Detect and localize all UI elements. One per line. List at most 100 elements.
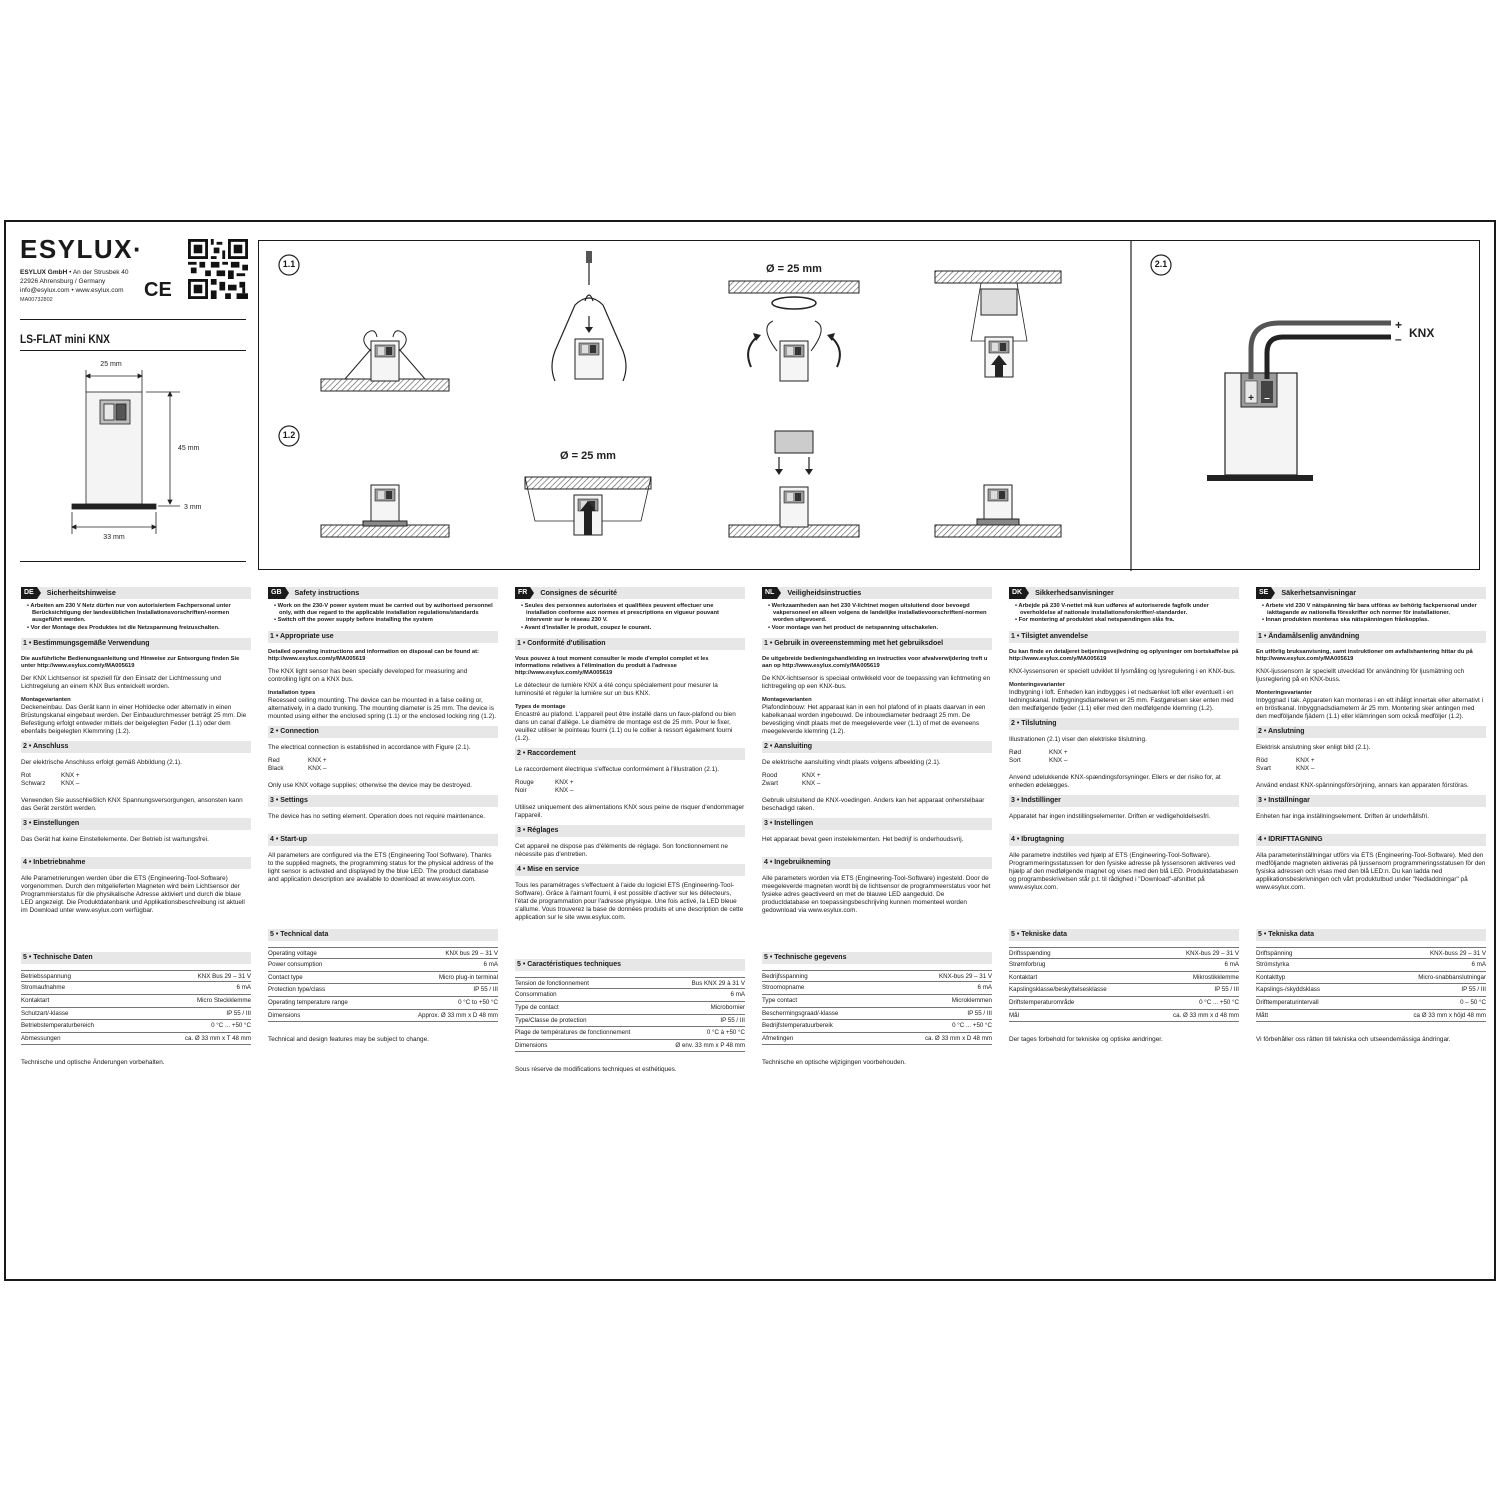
wire-color: Rot bbox=[21, 771, 31, 779]
table-key: Type/Classe de protection bbox=[515, 1016, 587, 1024]
paragraph: Recessed ceiling mounting. The device ca… bbox=[268, 696, 497, 720]
terminal-minus: – bbox=[1264, 393, 1270, 404]
safety-title: Safety instructions bbox=[294, 588, 360, 597]
paragraph: Gebruik uitsluitend de KNX-voedingen. An… bbox=[762, 796, 985, 812]
paragraph: De KNX-lichtsensor is speciaal ontwikkel… bbox=[762, 674, 991, 690]
safety-list: • Werkzaamheden aan het 230 V-lichtnet m… bbox=[762, 603, 992, 632]
wire-signal: KNX – bbox=[555, 786, 574, 794]
table-key: Schutzart/-klasse bbox=[21, 1009, 69, 1017]
table-value: 0 °C to +50 °C bbox=[458, 998, 498, 1006]
section-title: 3 • Réglages bbox=[515, 824, 745, 837]
safety-title: Sikkerhedsanvisninger bbox=[1035, 588, 1114, 597]
info-column: ESYLUX· ESYLUX GmbH • An der Strusbek 40… bbox=[20, 234, 250, 784]
table-key: Contact type bbox=[268, 973, 303, 981]
wire-red: Rouge KNX + bbox=[515, 779, 745, 787]
paragraph: Utilisez uniquement des alimentations KN… bbox=[515, 803, 745, 819]
table-value: 6 mA bbox=[236, 984, 251, 992]
section-title: 4 • Start-up bbox=[268, 833, 498, 846]
terminal-plus: + bbox=[1248, 393, 1254, 404]
table-value: Approx. Ø 33 mm x D 48 mm bbox=[417, 1011, 498, 1019]
table-row: Consommation 6 mA bbox=[515, 989, 745, 1002]
disclaimer: Technische en optische wijzigingen voorb… bbox=[762, 1059, 906, 1067]
table-key: Power consumption bbox=[268, 961, 323, 969]
wire-signal: KNX + bbox=[555, 778, 574, 786]
paragraph: Anvend udelukkende KNX-spændingsforsynin… bbox=[1009, 773, 1221, 789]
safety-item: • Arbete vid 230 V nätspänning får bara … bbox=[1262, 603, 1477, 617]
paragraph: Elektrisk anslutning sker enligt bild (2… bbox=[1256, 743, 1371, 751]
wire-color: Red bbox=[268, 756, 280, 764]
safety-title: Consignes de sécurité bbox=[540, 588, 618, 597]
wire-signal: KNX + bbox=[802, 771, 821, 779]
paragraph: Der elektrische Anschluss erfolgt gemäß … bbox=[21, 758, 182, 766]
table-row: Stroomopname 6 mA bbox=[762, 982, 992, 995]
table-value: 6 mA bbox=[730, 991, 745, 999]
paragraph: Cet appareil ne dispose pas d'éléments d… bbox=[515, 842, 728, 858]
table-value: IP 55 / III bbox=[1461, 986, 1486, 994]
section-title: 1 • Gebruik in overeenstemming met het g… bbox=[762, 637, 992, 650]
table-key: Consommation bbox=[515, 991, 557, 999]
table-key: Type contact bbox=[762, 997, 798, 1004]
table-key: Strömstyrka bbox=[1256, 961, 1290, 969]
safety-list: • Arbejde på 230 V-nettet må kun udføres… bbox=[1009, 603, 1239, 625]
paragraph: Alla parameterinställningar utförs via E… bbox=[1256, 851, 1486, 891]
wire-signal: KNX – bbox=[1296, 764, 1315, 772]
language-badge: DE bbox=[21, 587, 41, 599]
dim-flange: 3 mm bbox=[184, 504, 202, 511]
disclaimer: Der tages forbehold for tekniske og opti… bbox=[1009, 1036, 1163, 1044]
manual-link-text: De uitgebreide bedieningshandleiding en … bbox=[762, 655, 988, 669]
wire-color: Röd bbox=[1256, 756, 1268, 764]
diameter-label-2: Ø = 25 mm bbox=[560, 450, 616, 462]
subheading: Montagevarianten bbox=[21, 696, 71, 703]
dim-height: 45 mm bbox=[178, 445, 200, 452]
table-value: IP 55 / III bbox=[720, 1016, 745, 1024]
table-key: Dimensions bbox=[268, 1011, 301, 1019]
paragraph: Encastré au plafond. L'appareil peut êtr… bbox=[515, 710, 736, 742]
paragraph: De elektrische aansluiting vindt plaats … bbox=[762, 758, 941, 766]
ce-mark: CE bbox=[144, 279, 172, 301]
wire-color: Rouge bbox=[515, 778, 534, 786]
table-value: Microklemmen bbox=[951, 997, 992, 1004]
table-key: Operating voltage bbox=[268, 949, 317, 957]
table-value: 6 mA bbox=[977, 984, 992, 992]
table-key: Kontaktart bbox=[21, 997, 50, 1004]
paragraph: Deckeneinbau. Das Gerät kann in einer Ho… bbox=[21, 703, 247, 735]
section-title: 3 • Indstillinger bbox=[1009, 794, 1239, 807]
section-title: 2 • Anschluss bbox=[21, 740, 251, 753]
section-title: 5 • Technische Daten bbox=[21, 951, 251, 964]
figure-tag-2-1: 2.1 bbox=[1154, 259, 1168, 269]
dim-top-width: 25 mm bbox=[100, 361, 122, 368]
table-value: IP 55 / III bbox=[473, 986, 498, 994]
language-badge: NL bbox=[762, 587, 782, 599]
wire-color: Noir bbox=[515, 786, 527, 794]
section-title: 2 • Anslutning bbox=[1256, 725, 1486, 738]
table-key: Stroomopname bbox=[762, 984, 805, 992]
wire-color: Rød bbox=[1009, 748, 1022, 756]
safety-item: • Switch off the power supply before ins… bbox=[274, 617, 433, 624]
table-key: Kontaktart bbox=[1009, 973, 1038, 981]
table-key: Bedrijfsspanning bbox=[762, 972, 808, 980]
paragraph: The electrical connection is established… bbox=[268, 743, 471, 751]
table-value: 0 °C ... +50 °C bbox=[952, 1022, 992, 1030]
paragraph: Alle parametre indstilles ved hjælp af E… bbox=[1009, 851, 1239, 891]
instruction-sheet: ESYLUX· ESYLUX GmbH • An der Strusbek 40… bbox=[4, 220, 1496, 1281]
